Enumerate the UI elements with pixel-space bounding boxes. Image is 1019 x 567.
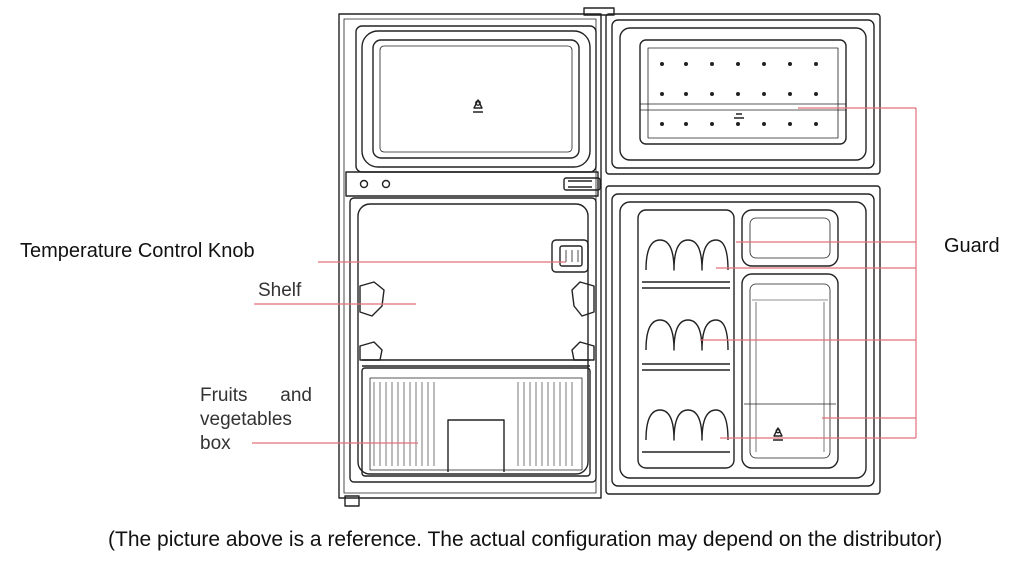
- vegetables-word: vegetables: [200, 409, 292, 430]
- fridge-compartment: [349, 197, 597, 483]
- leader-lines: [252, 107, 917, 444]
- crisper-box: [361, 367, 591, 477]
- freezer-door: [605, 13, 881, 175]
- freezer-compartment: [355, 25, 597, 173]
- leader-guard: [700, 107, 917, 439]
- guard-label: Guard: [944, 235, 1000, 257]
- divider-strip: [345, 171, 601, 197]
- temperature-control-knob-label: Temperature Control Knob: [20, 240, 255, 262]
- fruits-word: Fruits: [200, 385, 248, 406]
- shelf-label: Shelf: [258, 280, 302, 301]
- and-word: and: [280, 385, 312, 406]
- box-word: box: [200, 433, 231, 454]
- reference-note: (The picture above is a reference. The a…: [108, 528, 943, 551]
- fruits-vegetables-box-label: Fruits and vegetables box: [200, 384, 312, 456]
